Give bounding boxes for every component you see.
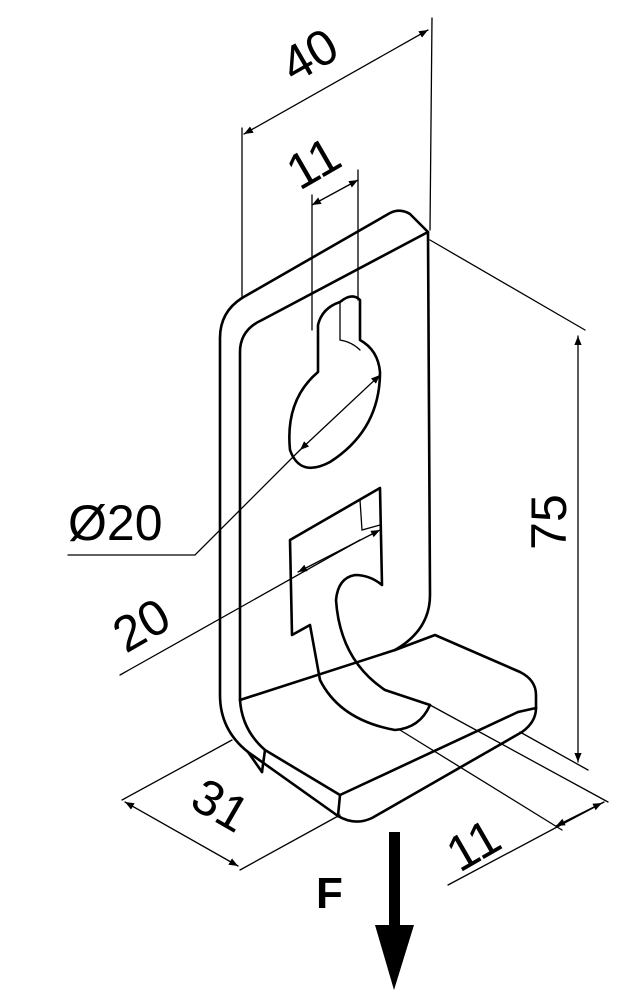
ext-line <box>239 814 341 871</box>
foot-thickness <box>246 706 538 823</box>
foot-front-edge <box>238 698 520 797</box>
dim-slot-width-label: 11 <box>277 126 350 200</box>
lower-slot-depth2 <box>291 624 311 636</box>
foot-corner <box>516 706 538 714</box>
bracket-body <box>218 209 538 823</box>
dim-line <box>124 801 239 867</box>
dim-depth-label: 31 <box>182 767 258 843</box>
foot-left-divider <box>260 748 267 774</box>
dim-foot-label: 11 <box>437 808 510 882</box>
foot-edge-divider <box>336 793 342 818</box>
foot-back-divider <box>246 750 264 774</box>
front-left-edge <box>238 318 264 702</box>
ext-line <box>429 17 433 231</box>
lower-slot-outline <box>288 486 432 732</box>
dim-slot-length: 20 <box>103 529 381 676</box>
force-arrow-shaft <box>389 832 400 937</box>
force-arrow: F <box>316 832 414 990</box>
keyhole-slot <box>288 295 382 470</box>
dim-line <box>299 374 381 451</box>
dim-height-label: 75 <box>521 494 577 550</box>
top-edge <box>240 209 430 322</box>
dim-foot: 11 <box>399 704 609 886</box>
ext-line <box>519 731 589 771</box>
foot-top <box>393 633 538 710</box>
force-arrow-head <box>375 925 414 990</box>
dim-hole-diameter: Ø20 <box>67 374 381 556</box>
leader-line <box>119 539 361 676</box>
ext-line <box>121 739 233 801</box>
keyhole <box>288 295 382 470</box>
ext-line <box>429 704 609 803</box>
dim-line <box>555 802 603 827</box>
ext-line <box>399 729 563 831</box>
dim-line <box>297 529 381 573</box>
leader-line <box>67 449 301 556</box>
dim-slot-length-label: 20 <box>103 587 179 663</box>
force-label: F <box>316 869 343 918</box>
dim-height: 75 <box>429 239 589 771</box>
front-right-edge <box>393 230 432 652</box>
ext-line <box>429 239 586 331</box>
lower-slot-depth <box>359 499 381 531</box>
lower-slot <box>288 486 432 732</box>
fold-line <box>238 648 397 702</box>
dim-line <box>243 29 429 135</box>
back-outline <box>218 296 250 754</box>
keyhole-inner-edge <box>339 301 361 351</box>
dim-hole-diameter-label: Ø20 <box>68 495 163 551</box>
dim-line <box>311 179 359 206</box>
dim-depth: 31 <box>121 739 341 871</box>
